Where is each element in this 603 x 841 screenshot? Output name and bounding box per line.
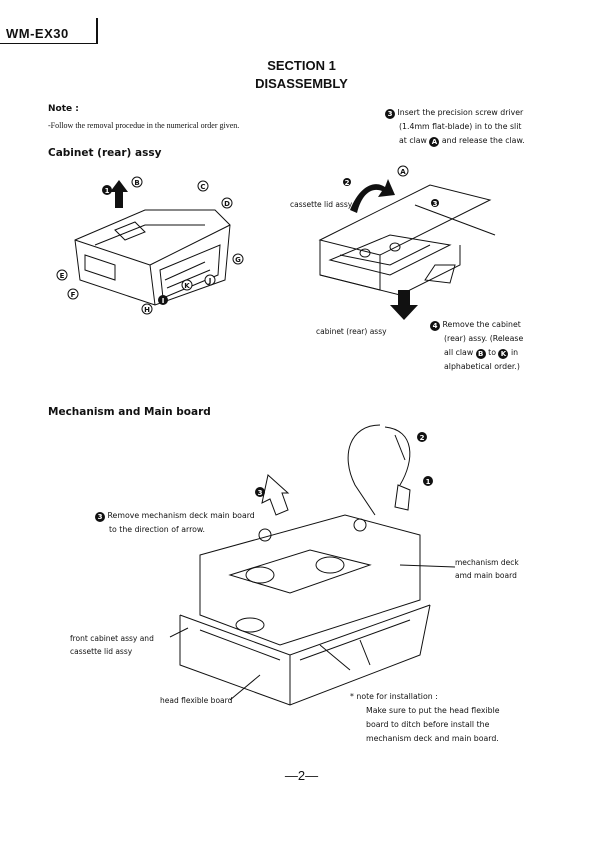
svg-text:B: B <box>134 179 139 187</box>
note-text: -Follow the removal procedue in the nume… <box>48 121 240 130</box>
section-title: DISASSEMBLY <box>255 76 348 91</box>
cabinet-heading: Cabinet (rear) assy <box>48 147 162 159</box>
svg-text:G: G <box>235 256 241 264</box>
cassette-lid-label: cassette lid assy <box>290 200 353 209</box>
svg-text:D: D <box>224 200 230 208</box>
installation-note: * note for installation : Make sure to p… <box>350 692 500 743</box>
claw-marker: A <box>429 137 440 147</box>
svg-text:C: C <box>200 183 205 191</box>
svg-text:I: I <box>162 297 165 305</box>
note-heading: Note : <box>48 104 79 114</box>
cabinet-step3-instruction: 3 Insert the precision screw driver (1.4… <box>385 106 585 148</box>
mechanism-illustration: 3 2 1 <box>169 424 456 706</box>
svg-text:1: 1 <box>105 187 110 195</box>
svg-text:3: 3 <box>258 489 263 497</box>
cabinet-rear-label: cabinet (rear) assy <box>316 327 387 336</box>
svg-text:3: 3 <box>433 200 438 208</box>
front-cabinet-label: front cabinet assy and cassette lid assy <box>70 634 154 656</box>
claw-marker: B <box>475 349 486 359</box>
step-number-marker: 3 <box>385 109 395 119</box>
cabinet-step4-instruction: 4 Remove the cabinet (rear) assy. (Relea… <box>430 318 560 374</box>
mechanism-heading: Mechanism and Main board <box>48 406 211 418</box>
header-divider <box>96 18 98 44</box>
step-number-marker: 3 <box>95 512 105 522</box>
svg-text:F: F <box>71 291 76 299</box>
svg-text:2: 2 <box>420 434 425 442</box>
svg-text:J: J <box>208 277 212 285</box>
svg-text:A: A <box>400 168 406 176</box>
svg-text:1: 1 <box>426 478 431 486</box>
svg-text:E: E <box>60 272 65 280</box>
page-number: —2— <box>284 768 319 783</box>
mechanism-step3-instruction: 3 Remove mechanism deck main board to th… <box>95 509 295 537</box>
head-flex-label: head flexible board <box>160 696 233 705</box>
section-number: SECTION 1 <box>267 58 336 73</box>
step-number-marker: 4 <box>430 321 440 331</box>
mech-deck-label: mechanism deck amd main board <box>455 558 519 580</box>
cassette-lid-illustration: 2 A 3 <box>318 165 496 320</box>
cabinet-rear-illustration: 1 B C D E F G H I J K <box>56 176 244 315</box>
svg-text:K: K <box>184 282 190 290</box>
claw-marker: K <box>498 349 509 359</box>
header-underline <box>0 43 96 44</box>
svg-text:H: H <box>144 306 150 314</box>
model-name: WM-EX30 <box>6 26 69 41</box>
svg-text:2: 2 <box>345 179 350 187</box>
